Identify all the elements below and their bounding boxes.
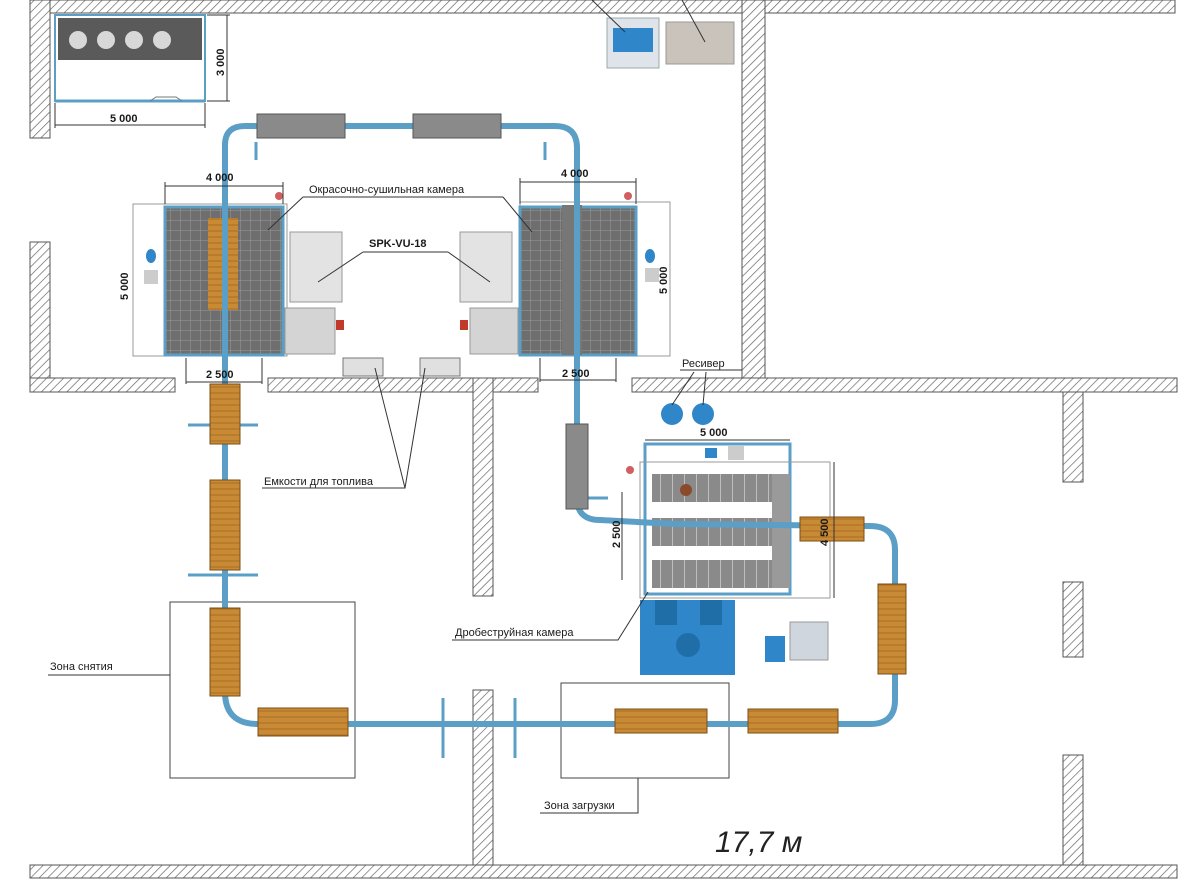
dim-blast-width: 5 000 [700,427,728,439]
dim-booth1-bottom: 2 500 [206,369,234,381]
shot-blast-chamber [626,442,831,675]
model-label: SPK-VU-18 [369,238,426,250]
leader-lines [48,0,742,814]
paint-booth-label: Окрасочно-сушильная камера [309,184,465,196]
loading-zone-box [560,682,730,779]
loading-zone-label: Зона загрузки [544,800,615,812]
compressor-unit [54,14,206,103]
dim-booth2-height: 5 000 [658,266,670,294]
fuel-tanks [342,357,461,377]
dim-compressor-width: 5 000 [110,113,138,125]
receiver-label: Ресивер [682,358,725,370]
removal-zone-box [169,601,356,779]
walls [29,0,1178,879]
dim-booth1-height: 5 000 [119,272,131,300]
top-right-machines [606,17,735,69]
dimension-lines [54,14,835,598]
removal-zone-label: Зона снятия [50,661,113,673]
dim-booth2-bottom: 2 500 [562,368,590,380]
dim-booth1-width: 4 000 [206,172,234,184]
dim-booth2-width: 4 000 [561,168,589,180]
dim-blast-left: 2 500 [611,520,623,548]
conveyor-sections [209,113,907,737]
shot-blast-label: Дробеструйная камера [455,627,574,639]
dim-compressor-height: 3 000 [215,48,227,76]
fuel-tanks-label: Емкости для топлива [264,476,374,488]
paint-booth-right [459,192,671,357]
receivers [661,403,714,425]
paint-booth-left [132,192,344,357]
dim-blast-right: 4 500 [819,518,831,546]
hall-length-label: 17,7 м [715,826,802,859]
